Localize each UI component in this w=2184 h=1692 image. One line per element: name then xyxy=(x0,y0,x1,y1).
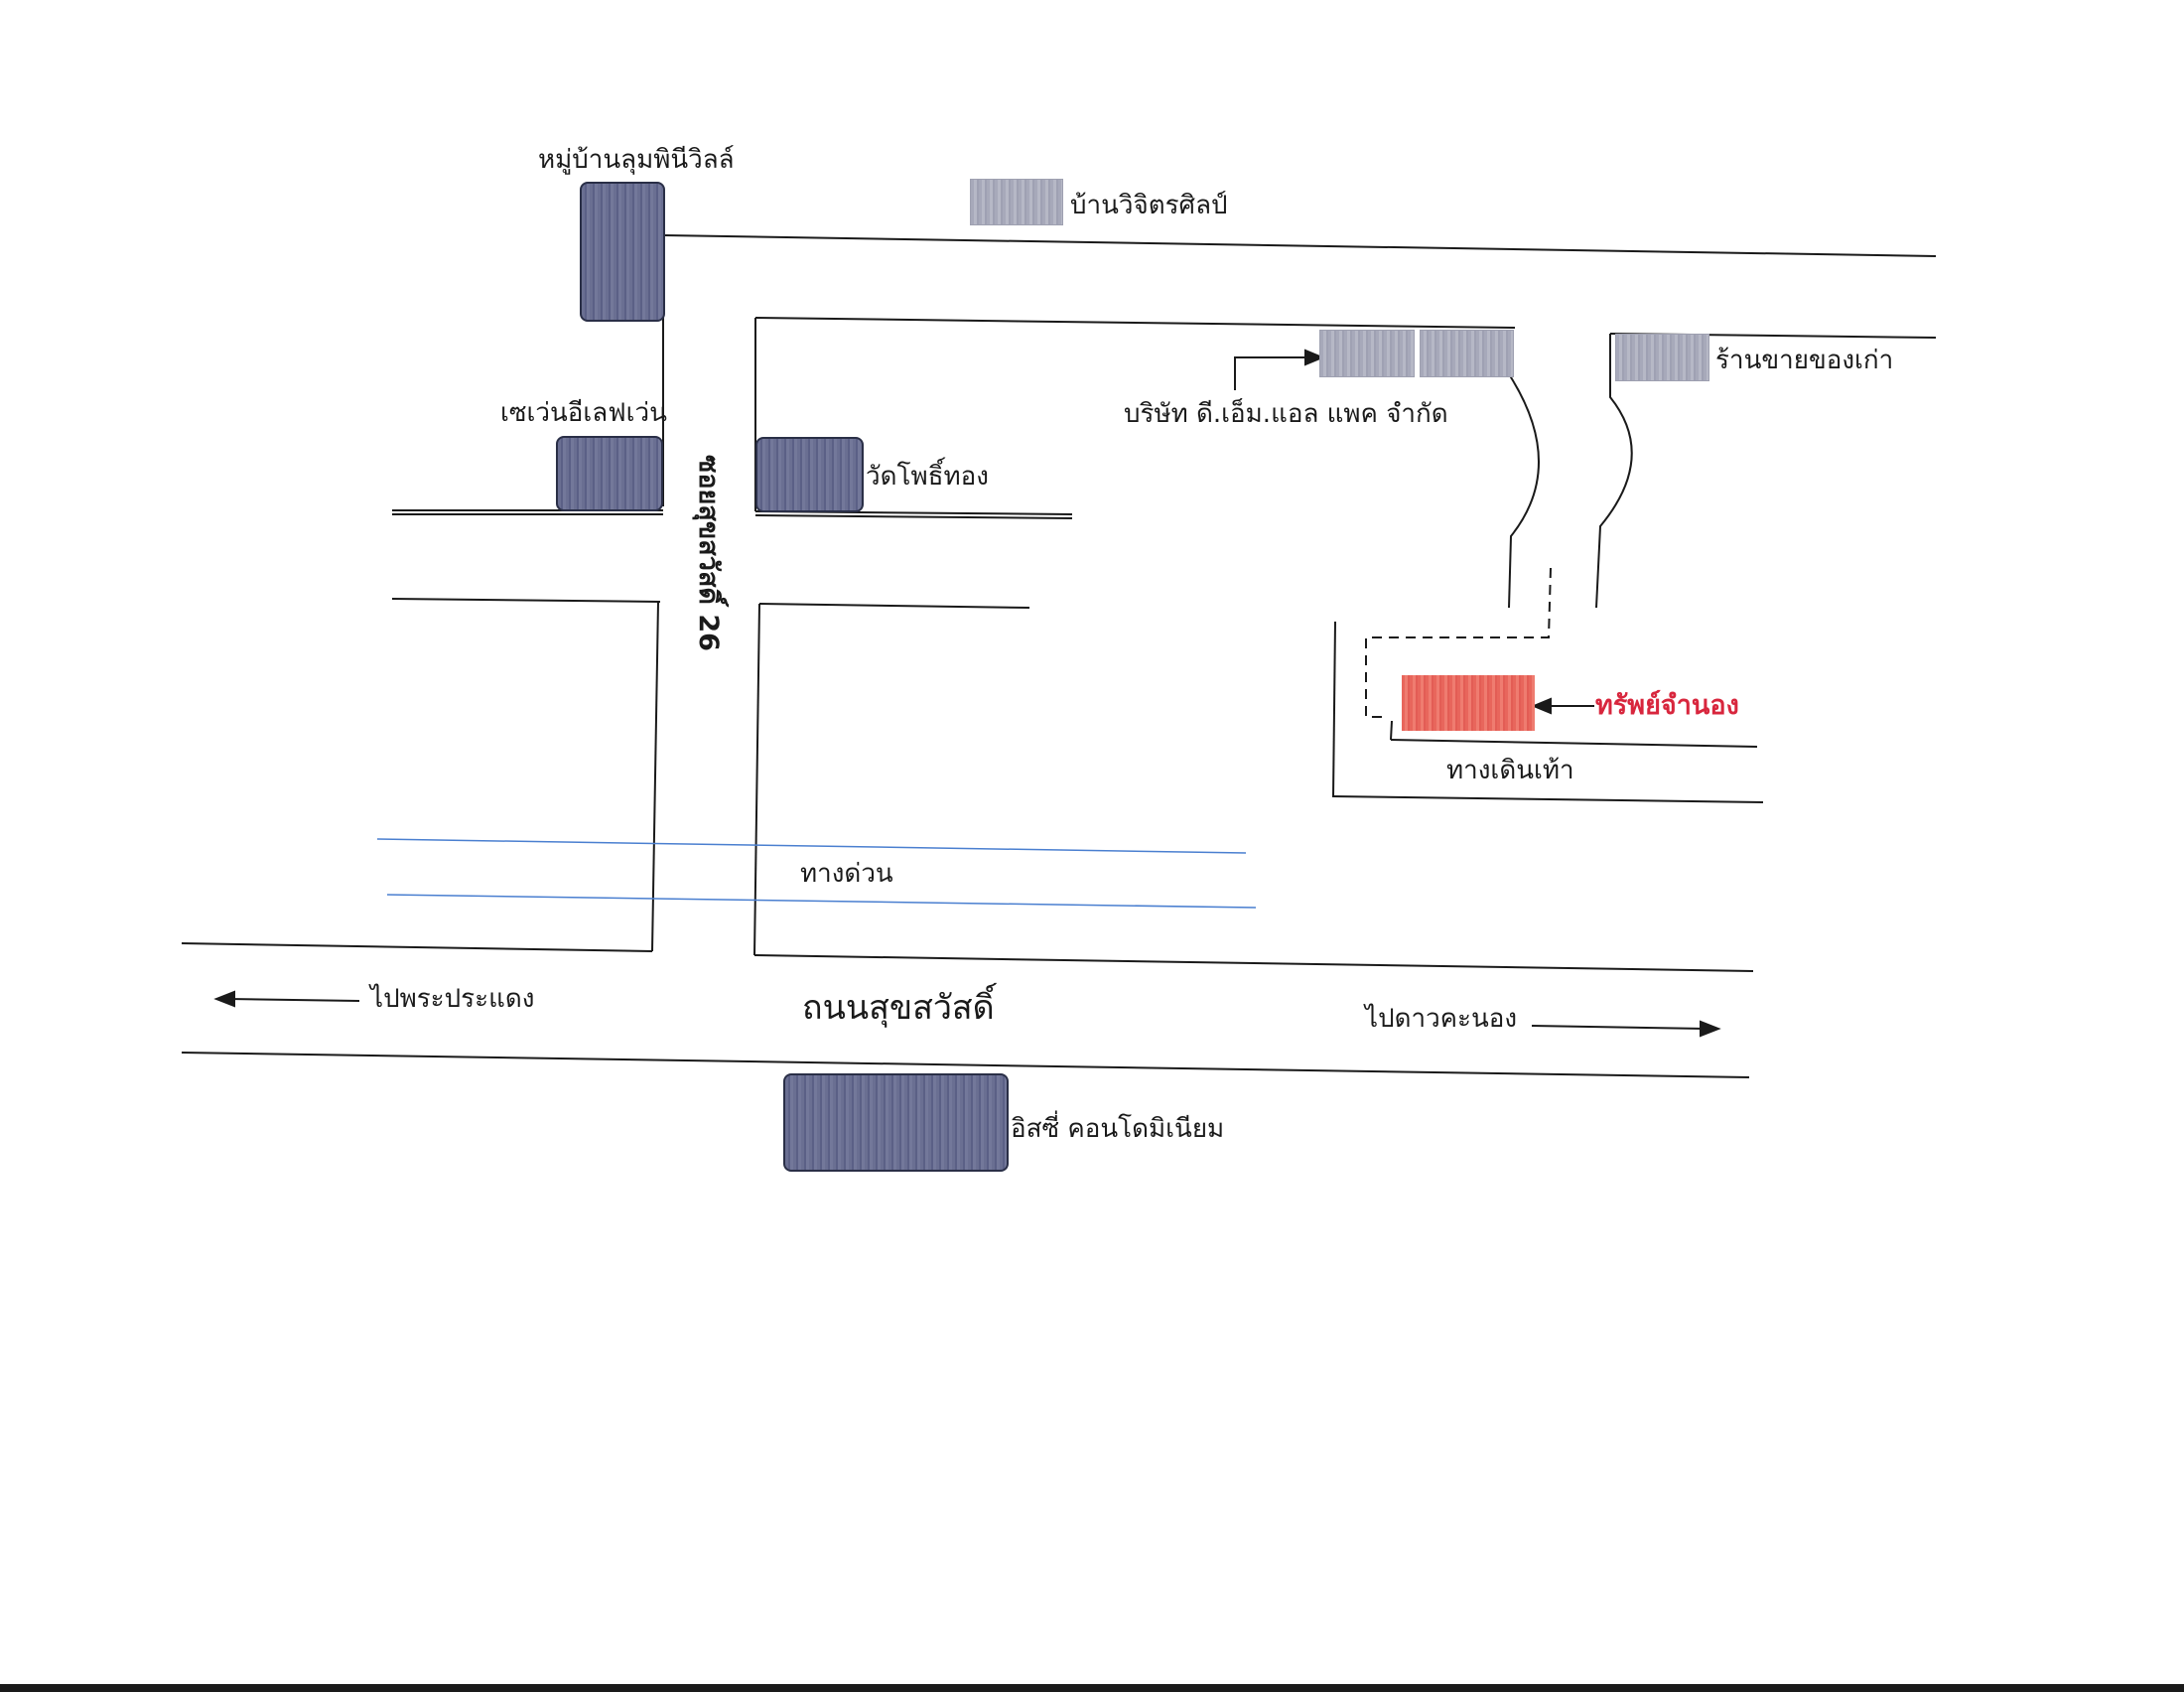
arrow-left-icon xyxy=(227,998,360,1002)
label-suksawat-road: ถนนสุขสวัสดิ์ xyxy=(802,988,995,1028)
road-top-lower-edge xyxy=(754,317,1516,329)
road-cross-right-lower xyxy=(758,603,1030,609)
road-block-left-bottom xyxy=(181,942,653,952)
label-lumpini-village: หมู่บ้านลุมพินีวิลล์ xyxy=(538,145,735,175)
label-soi-suksawat: ซอยสุขสวัสดิ์ 26 xyxy=(693,455,724,651)
expressway xyxy=(376,838,1257,909)
arrow-right-head-icon xyxy=(1700,1020,1721,1038)
arrow-pointer-icon xyxy=(1234,356,1308,390)
label-condo: อิสซี่ คอนโดมิเนียม xyxy=(1011,1114,1225,1144)
road-walkway-upper xyxy=(1390,739,1758,748)
road-soi-left-lower xyxy=(651,601,659,952)
building-dml-pack-1 xyxy=(1319,330,1415,377)
building-wat-phothong xyxy=(755,437,864,512)
building-baan-wichit-sin xyxy=(970,179,1063,225)
arrow-pointer-head-icon xyxy=(1304,349,1325,366)
road-driveway-right xyxy=(1595,334,1633,609)
road-cross-right-upper-2 xyxy=(754,514,1073,519)
road-soi-right-lower xyxy=(753,603,760,956)
label-to-phra-pradaeng: ไปพระประแดง xyxy=(370,984,535,1014)
road-cross-left-lower xyxy=(391,598,661,603)
building-seven-eleven xyxy=(556,436,663,511)
building-dml-pack-2 xyxy=(1420,330,1514,377)
label-to-dao-khanong: ไปดาวคะนอง xyxy=(1365,1004,1518,1034)
arrows xyxy=(213,349,1721,1038)
building-antique-shop xyxy=(1615,334,1709,381)
road-main-lower-edge xyxy=(181,1052,1750,1078)
road-asset-left xyxy=(1332,621,1336,798)
road-top-upper-edge xyxy=(664,234,1937,257)
arrow-asset-head-icon xyxy=(1531,697,1552,715)
roads xyxy=(181,234,1937,1078)
label-baan-wichit-sin: บ้านวิจิตรศิลป์ xyxy=(1070,191,1228,220)
scan-bottom-edge xyxy=(0,1684,2184,1692)
label-expressway: ทางด่วน xyxy=(800,859,893,889)
road-walkway-lower xyxy=(1332,795,1764,803)
arrow-left-head-icon xyxy=(213,990,235,1008)
building-condo xyxy=(783,1073,1009,1172)
arrow-right-icon xyxy=(1531,1025,1706,1030)
road-driveway-left xyxy=(1508,330,1540,609)
road-block-right-bottom xyxy=(753,954,1754,972)
label-seven-eleven: เซเว่นอีเลฟเว่น xyxy=(500,398,667,428)
label-walkway: ทางเดินเท้า xyxy=(1446,756,1574,785)
expressway-lower xyxy=(386,894,1257,909)
building-lumpini-village xyxy=(580,182,665,322)
label-wat-phothong: วัดโพธิ์ทอง xyxy=(866,462,989,492)
label-company-dml: บริษัท ดี.เอ็ม.แอล แพค จำกัด xyxy=(1124,399,1448,429)
expressway-upper xyxy=(376,838,1247,854)
label-antique-shop: ร้านขายของเก่า xyxy=(1715,346,1894,375)
road-asset-inner-left xyxy=(1390,720,1393,741)
label-asset: ทรัพย์จำนอง xyxy=(1595,690,1739,721)
road-dashed-access xyxy=(1365,567,1552,718)
building-asset xyxy=(1402,675,1535,731)
